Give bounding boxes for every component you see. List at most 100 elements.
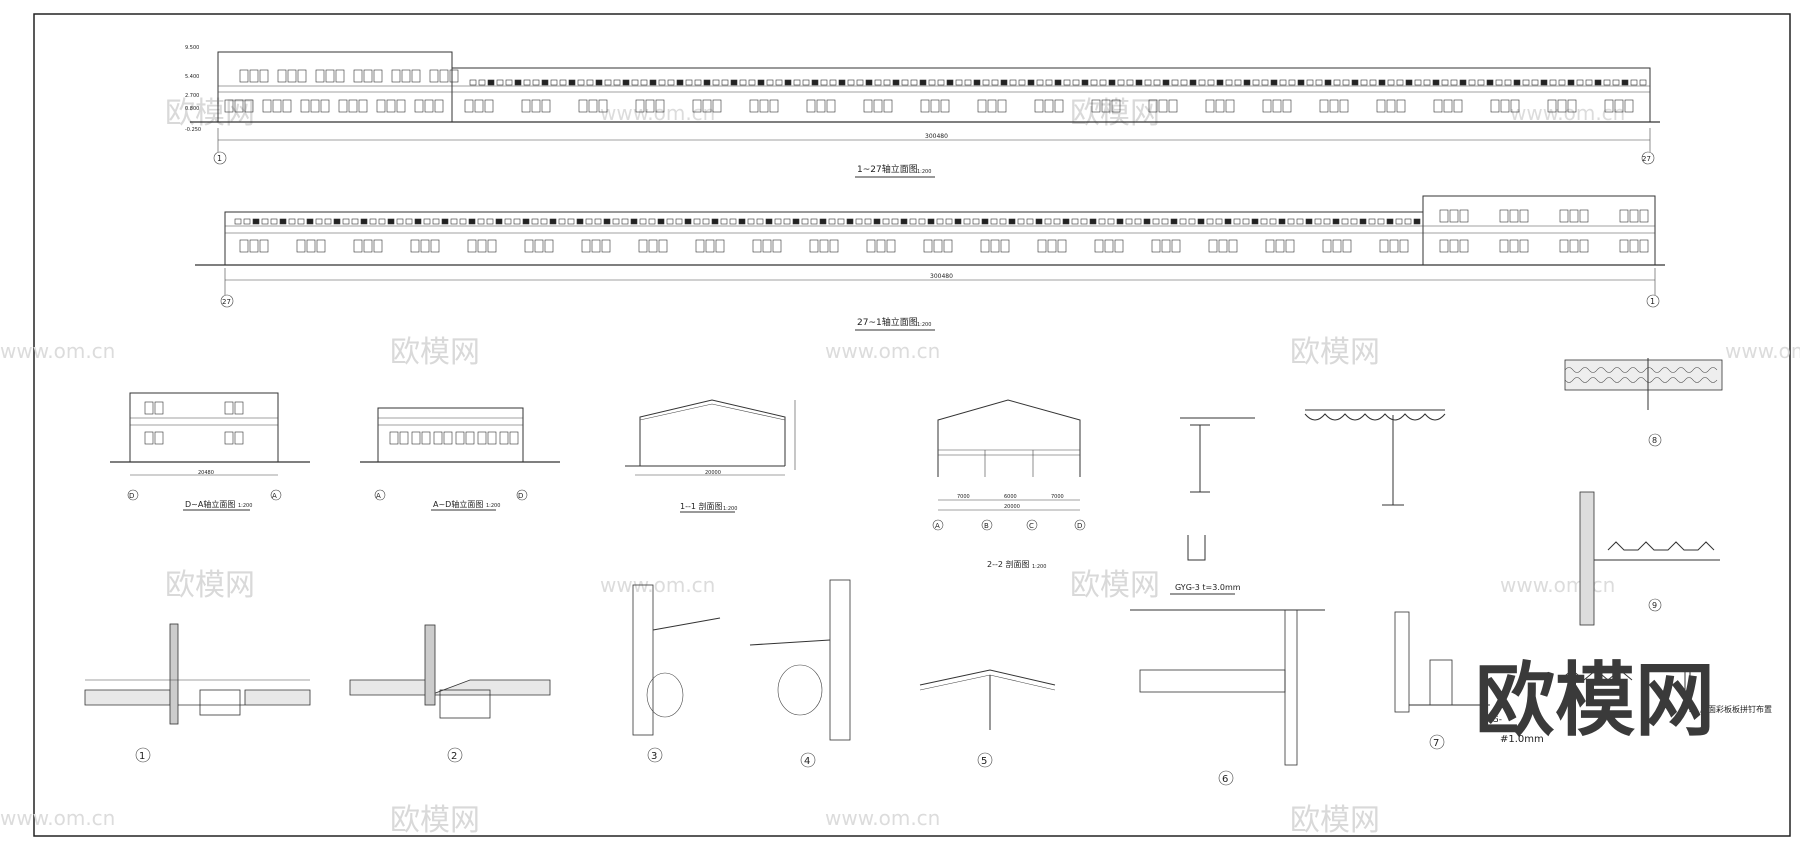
- window-mark: [1153, 79, 1161, 86]
- purlin-details: [1180, 409, 1446, 506]
- window-mark: [946, 79, 954, 86]
- window-mark: [1339, 99, 1349, 113]
- window-mark: [1026, 218, 1034, 225]
- window-mark: [973, 79, 981, 86]
- window-mark: [1017, 218, 1025, 225]
- window-mark: [820, 79, 828, 86]
- window-mark: [348, 99, 358, 113]
- window-mark: [1449, 209, 1459, 223]
- window-mark: [1143, 218, 1151, 225]
- window-mark: [601, 239, 611, 253]
- window-mark: [1125, 218, 1133, 225]
- window-mark: [1315, 79, 1323, 86]
- window-mark: [918, 218, 926, 225]
- watermark-url: www.om.cn: [600, 101, 715, 125]
- watermark-brand: 欧模网: [390, 803, 480, 838]
- window-mark: [1342, 239, 1352, 253]
- window-mark: [315, 69, 325, 83]
- window-mark: [1262, 99, 1272, 113]
- window-mark: [738, 218, 746, 225]
- window-mark: [144, 431, 154, 445]
- window-mark: [324, 218, 332, 225]
- window-mark: [468, 218, 476, 225]
- window-mark: [477, 218, 485, 225]
- window-mark: [793, 79, 801, 86]
- window-mark: [1450, 79, 1458, 86]
- window-mark: [234, 99, 244, 113]
- window-mark: [1377, 218, 1385, 225]
- window-mark: [1639, 79, 1647, 86]
- window-mark: [1054, 79, 1062, 86]
- window-mark: [1629, 239, 1639, 253]
- window-mark: [239, 69, 249, 83]
- window-mark: [943, 239, 953, 253]
- window-mark: [1468, 79, 1476, 86]
- window-mark: [1000, 239, 1010, 253]
- window-mark: [1234, 79, 1242, 86]
- s22-dim: 7000: [1051, 494, 1064, 500]
- window-mark: [658, 239, 668, 253]
- window-mark: [369, 218, 377, 225]
- window-mark: [1225, 79, 1233, 86]
- window-mark: [1037, 239, 1047, 253]
- window-mark: [1260, 218, 1268, 225]
- window-mark: [981, 218, 989, 225]
- detail-8: 8: [1564, 358, 1723, 447]
- window-mark: [338, 99, 348, 113]
- window-mark: [774, 218, 782, 225]
- window-mark: [1225, 99, 1235, 113]
- window-mark: [715, 239, 725, 253]
- window-mark: [829, 239, 839, 253]
- window-mark: [1224, 218, 1232, 225]
- window-mark: [477, 239, 487, 253]
- window-mark: [1135, 79, 1143, 86]
- window-mark: [1215, 99, 1225, 113]
- da-title: D~A轴立面图: [185, 499, 235, 509]
- window-mark: [585, 218, 593, 225]
- window-mark: [630, 218, 638, 225]
- window-mark: [1282, 99, 1292, 113]
- window-mark: [1148, 99, 1158, 113]
- window-mark: [1047, 239, 1057, 253]
- window-mark: [876, 239, 886, 253]
- watermark-brand: 欧模网: [390, 335, 480, 370]
- window-mark: [873, 99, 883, 113]
- window-mark: [531, 99, 541, 113]
- window-mark: [705, 239, 715, 253]
- window-mark: [373, 239, 383, 253]
- window-mark: [1639, 239, 1649, 253]
- window-mark: [1359, 218, 1367, 225]
- window-mark: [405, 218, 413, 225]
- watermark-brand: 欧模网: [1290, 803, 1380, 838]
- window-mark: [1332, 218, 1340, 225]
- window-mark: [1170, 218, 1178, 225]
- window-mark: [1624, 99, 1634, 113]
- window-mark: [809, 239, 819, 253]
- window-mark: [1034, 99, 1044, 113]
- window-mark: [810, 218, 818, 225]
- window-mark: [883, 99, 893, 113]
- elev1-level: 0.800: [185, 106, 199, 112]
- window-mark: [972, 218, 980, 225]
- window-mark: [720, 218, 728, 225]
- window-mark: [1171, 239, 1181, 253]
- window-mark: [487, 431, 497, 445]
- window-mark: [1101, 99, 1111, 113]
- window-mark: [635, 99, 645, 113]
- window-mark: [549, 218, 557, 225]
- window-mark: [358, 99, 368, 113]
- window-mark: [980, 239, 990, 253]
- window-mark: [499, 431, 509, 445]
- window-mark: [702, 99, 712, 113]
- window-mark: [534, 239, 544, 253]
- window-mark: [1585, 79, 1593, 86]
- window-mark: [730, 79, 738, 86]
- detail-2: 2: [349, 624, 551, 763]
- window-mark: [1510, 99, 1520, 113]
- da-axis-right: A: [272, 492, 277, 500]
- window-mark: [955, 79, 963, 86]
- window-mark: [1549, 79, 1557, 86]
- window-mark: [333, 218, 341, 225]
- window-mark: [1386, 99, 1396, 113]
- window-mark: [1072, 79, 1080, 86]
